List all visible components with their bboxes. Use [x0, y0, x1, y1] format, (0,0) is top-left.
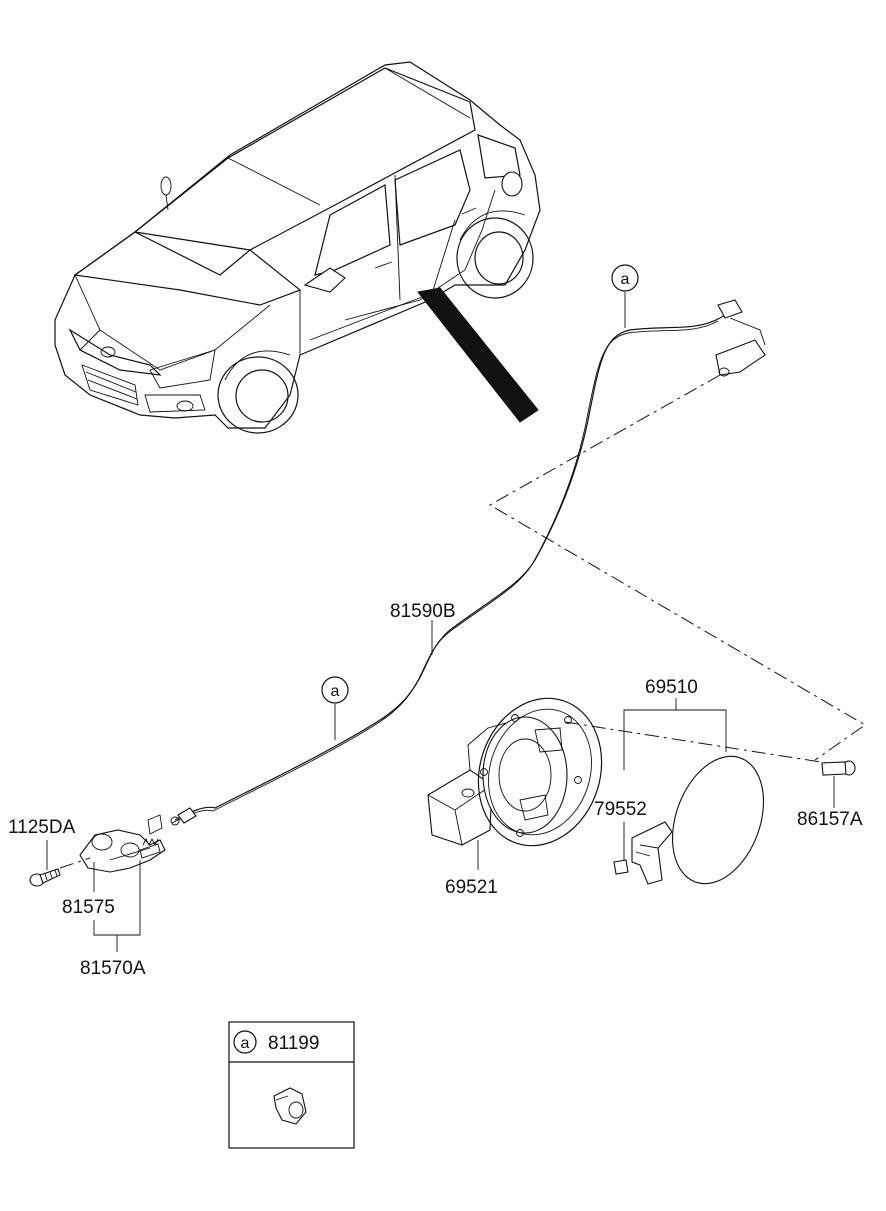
- lock-assembly: [29, 814, 166, 887]
- svg-text:69521: 69521: [445, 877, 498, 898]
- clip-81199: [273, 1087, 307, 1125]
- inset-part-number: 81199: [268, 1033, 319, 1054]
- screw-1125DA: [29, 868, 61, 887]
- callout-housing: 69521: [445, 840, 498, 898]
- callout-lock-assembly: 81570A: [80, 860, 146, 979]
- svg-text:81570A: 81570A: [80, 958, 146, 979]
- svg-text:a: a: [331, 683, 340, 700]
- svg-text:69510: 69510: [645, 677, 698, 698]
- fuel-door-cable: [170, 299, 766, 826]
- inset-box: a 81199: [228, 1021, 355, 1149]
- svg-text:86157A: 86157A: [797, 809, 863, 830]
- inset-marker: a: [241, 1035, 250, 1052]
- callout-screw: 1125DA: [8, 817, 76, 870]
- fuel-door: [613, 755, 856, 885]
- callout-cable: 81590B: [390, 601, 456, 655]
- reference-marker-top: a: [611, 264, 639, 328]
- svg-text:81590B: 81590B: [390, 601, 456, 622]
- svg-text:a: a: [621, 271, 630, 288]
- guide-line-door: [564, 721, 841, 766]
- svg-text:1125DA: 1125DA: [8, 817, 76, 838]
- callout-lock-component: 81575: [62, 862, 115, 918]
- callout-bolt: 86157A: [797, 776, 863, 830]
- callout-fuel-door-assembly: 69510: [623, 677, 727, 770]
- svg-text:79552: 79552: [594, 799, 647, 820]
- reference-marker-lower: a: [321, 676, 349, 740]
- callout-fuel-door-spring: 79552: [594, 799, 647, 860]
- detail-pointer-wedge: [417, 287, 539, 423]
- svg-text:81575: 81575: [62, 897, 115, 918]
- guide-line-actuator: [488, 374, 866, 761]
- bolt-86157A: [821, 760, 856, 776]
- fuel-filler-housing: [427, 697, 603, 847]
- car-illustration: [54, 61, 541, 434]
